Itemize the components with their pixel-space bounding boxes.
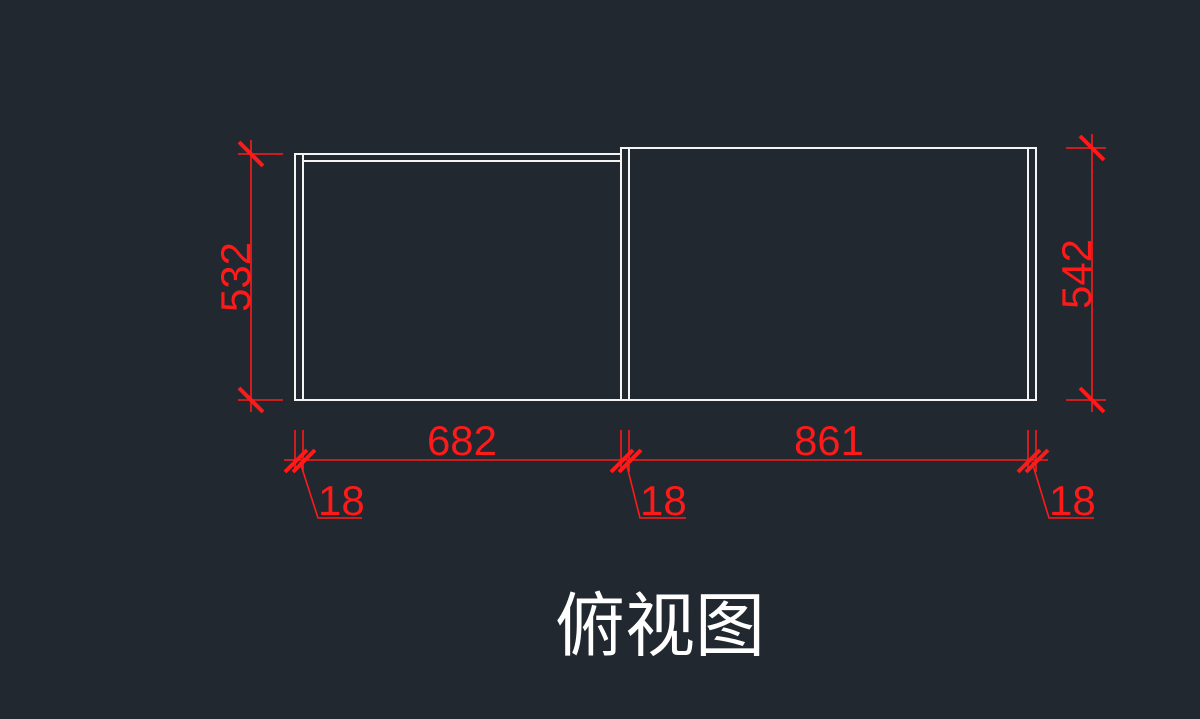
width-tick-a <box>283 448 309 474</box>
left-height-value: 532 <box>212 242 259 312</box>
right-width-value: 861 <box>794 417 864 464</box>
view-title: 俯视图 <box>555 585 765 667</box>
panel-middle-leader <box>625 461 686 519</box>
right-height-tick-top <box>1078 134 1106 162</box>
panel-left-value: 18 <box>318 477 365 524</box>
width-tick-f <box>1024 448 1050 474</box>
left-height-tick-bottom <box>237 386 265 414</box>
right-height-tick-bottom <box>1078 386 1106 414</box>
left-cabinet-outline <box>294 153 622 401</box>
right-height-dimension: 542 <box>1053 134 1106 414</box>
left-width-value: 682 <box>427 417 497 464</box>
left-height-tick-top <box>237 140 265 168</box>
width-tick-e <box>1016 448 1042 474</box>
right-height-value: 542 <box>1053 239 1100 309</box>
width-tick-b <box>291 448 317 474</box>
left-cabinet-body <box>294 153 622 401</box>
panel-middle-value: 18 <box>640 477 687 524</box>
panel-right-leader <box>1031 461 1094 519</box>
width-tick-c <box>609 448 635 474</box>
panel-left-leader <box>299 461 362 519</box>
right-cabinet-body <box>620 147 1037 401</box>
left-height-dimension: 532 <box>212 140 283 414</box>
width-dimension-chain: 682 861 18 18 18 <box>283 417 1096 524</box>
width-tick-d <box>617 448 643 474</box>
right-cabinet-outline <box>620 147 1037 401</box>
panel-right-value: 18 <box>1049 477 1096 524</box>
